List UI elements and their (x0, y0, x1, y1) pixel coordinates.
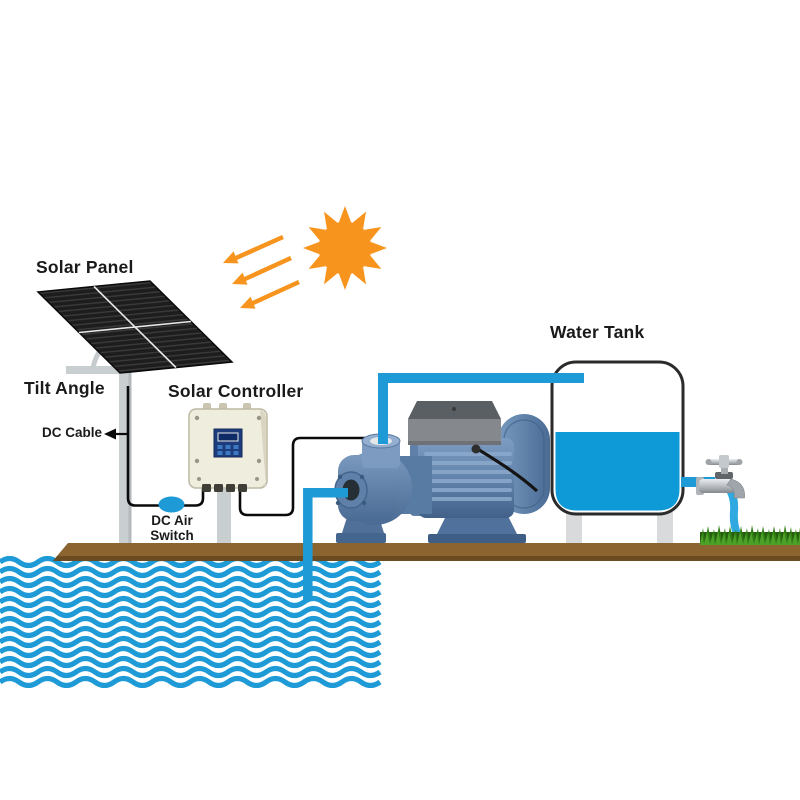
ground (53, 543, 800, 561)
tilt-angle-label: Tilt Angle (24, 378, 105, 398)
sun-icon (303, 206, 387, 290)
water-pump (306, 401, 550, 543)
dc-air-switch-label-line1: DC Air (151, 513, 193, 528)
delivery-pipe (378, 373, 584, 450)
dc-cable-arrowhead (104, 428, 116, 440)
grass (700, 525, 800, 545)
water-stream (726, 486, 741, 538)
controller-display (213, 428, 243, 458)
water-tank (550, 360, 685, 516)
solar-controller-label: Solar Controller (168, 381, 304, 401)
water-source-waves (0, 559, 380, 686)
solar-panel-label: Solar Panel (36, 257, 134, 277)
dc-air-switch (158, 496, 185, 513)
dc-air-switch-label-line2: Switch (150, 528, 194, 543)
tank-legs (566, 512, 673, 543)
faucet (696, 455, 745, 499)
water-tank-label: Water Tank (550, 322, 645, 342)
sunray-arrows (223, 234, 300, 309)
dc-air-switch-label: DC Air Switch (136, 513, 208, 543)
solar-panel (36, 280, 234, 374)
solar-controller (188, 403, 268, 492)
dc-cable-label: DC Cable (42, 425, 103, 440)
controller-pole (217, 485, 231, 543)
